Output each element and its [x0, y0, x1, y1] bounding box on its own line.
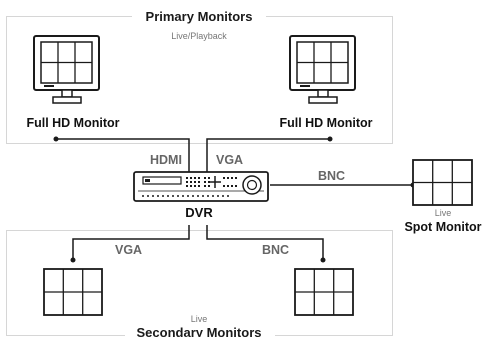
hdmi-cable [53, 136, 190, 174]
vga-cable-primary [206, 136, 333, 174]
spot-monitor-subtitle: Live [435, 208, 452, 218]
secondary-monitor-left-icon [43, 268, 103, 316]
primary-monitors-title: Primary Monitors [146, 9, 253, 24]
bnc-label-spot: BNC [318, 169, 345, 183]
full-hd-monitor-left-icon [33, 35, 100, 104]
vga-label-primary: VGA [216, 153, 243, 167]
secondary-monitors-title: Secondary Monitors [137, 325, 262, 337]
bnc-cable-secondary [206, 225, 326, 263]
bnc-cable-spot [270, 182, 416, 188]
full-hd-monitor-right-icon [289, 35, 356, 104]
full-hd-monitor-left-label: Full HD Monitor [26, 116, 119, 130]
dvr-label: DVR [185, 205, 213, 220]
secondary-monitor-right-icon [294, 268, 354, 316]
secondary-monitors-subtitle: Live [191, 314, 208, 324]
spot-monitor-icon [412, 159, 473, 206]
hdmi-label: HDMI [150, 153, 182, 167]
vga-cable-secondary [70, 225, 190, 263]
bnc-label-secondary: BNC [262, 243, 289, 257]
spot-monitor-label: Spot Monitor [404, 220, 481, 234]
dvr-unit-icon [133, 171, 269, 202]
vga-label-secondary: VGA [115, 243, 142, 257]
full-hd-monitor-right-label: Full HD Monitor [279, 116, 372, 130]
primary-monitors-subtitle: Live/Playback [171, 31, 227, 41]
